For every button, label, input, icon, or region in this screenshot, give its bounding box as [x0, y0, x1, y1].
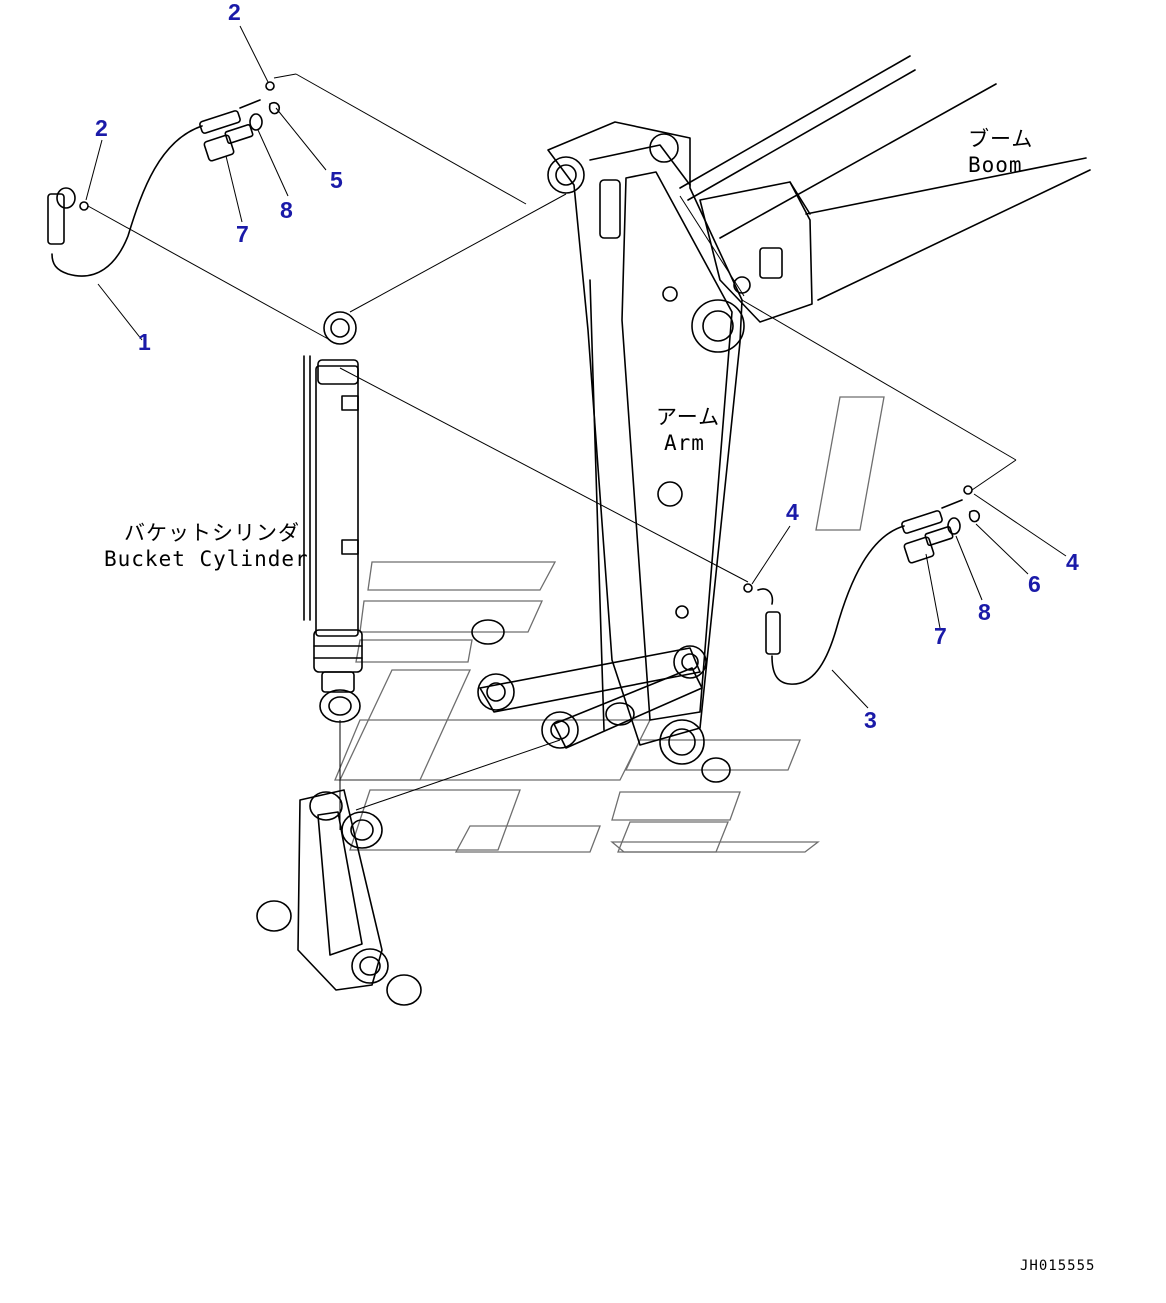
callout-4-right: 4: [1066, 549, 1079, 575]
callout-8-right: 8: [978, 599, 991, 625]
grease-hose-1: [47, 99, 261, 277]
callout-2-top: 2: [228, 0, 241, 25]
callout-3: 3: [864, 707, 877, 733]
callout-2-left: 2: [95, 115, 108, 141]
boom-label-en: Boom: [968, 153, 1023, 177]
bucket-cylinder: [303, 311, 363, 723]
arm-label-jp: アーム: [656, 405, 720, 429]
assembly-lines: [87, 73, 1017, 830]
watermark-logo: [334, 396, 885, 853]
cylinder-label-jp: バケットシリンダ: [124, 521, 300, 545]
lower-link: [256, 789, 422, 1006]
arm: [547, 121, 745, 765]
grease-hose-3: [757, 499, 963, 685]
cylinder-label-en: Bucket Cylinder: [104, 547, 309, 571]
callout-7-left: 7: [236, 221, 249, 247]
callout-5: 5: [330, 167, 343, 193]
boom: [679, 55, 1091, 323]
arm-label-en: Arm: [664, 431, 705, 455]
callout-7-right: 7: [934, 623, 947, 649]
callout-4-mid: 4: [786, 499, 799, 525]
callout-8-left: 8: [280, 197, 293, 223]
drawing-code: JH015555: [1020, 1258, 1095, 1274]
callout-6: 6: [1028, 571, 1041, 597]
boom-label-jp: ブーム: [968, 127, 1033, 151]
links: [471, 619, 731, 783]
leader-lines: [85, 25, 1067, 709]
small-parts-right: [743, 485, 981, 593]
callout-1: 1: [138, 329, 151, 355]
small-parts-left: [79, 81, 281, 211]
